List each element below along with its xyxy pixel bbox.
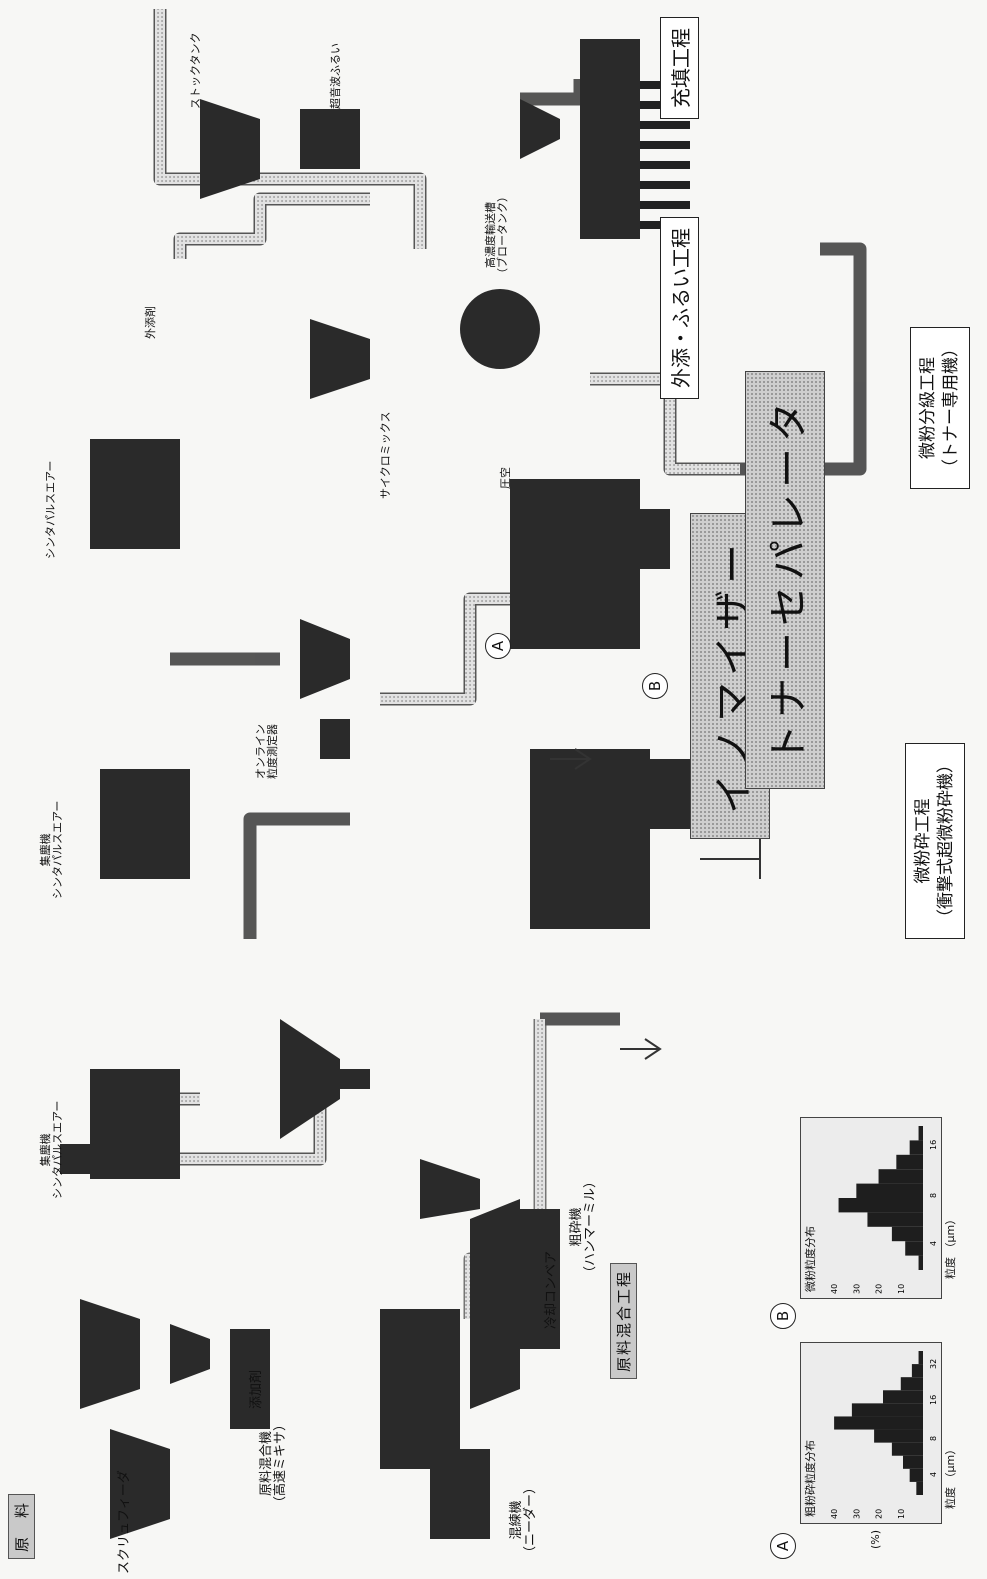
raw-mixing-label: 原料混合工程 <box>610 1263 637 1379</box>
graph-a-x-tick: 4 <box>929 1472 938 1477</box>
graph-b-x-tick: 16 <box>929 1140 938 1150</box>
external-additive-label: 外添剤 <box>145 306 157 339</box>
raw-material-label: 原 料 <box>8 1494 35 1559</box>
coarse-crusher-label: 粗砕機 （ハンマーミル） <box>570 1175 599 1279</box>
graph-b-x-tick: 4 <box>929 1241 938 1246</box>
dust-collector-1-label: 集塵機 シンタパルスエアー <box>40 1101 64 1199</box>
graph-a-y-tick: 30 <box>852 1509 861 1519</box>
filling-label: 充填工程 <box>660 17 699 119</box>
graph-a-y-tick: 40 <box>830 1509 839 1519</box>
graph-b-bar <box>867 1212 923 1226</box>
graph-a-marker: A <box>770 1533 796 1559</box>
graph-a-x-tick: 32 <box>929 1359 938 1369</box>
dust-collector-2-label: 集塵機 シンタパルスエアー <box>40 801 64 899</box>
graph-a-y-tick: 20 <box>875 1509 884 1519</box>
graph-a-bar <box>912 1364 923 1377</box>
graph-a-y-label: (%) <box>870 1530 882 1549</box>
graph-b-bar <box>856 1184 923 1198</box>
ultrasonic-sieve-label: 超音波ふるい <box>330 43 342 109</box>
cyclomix-label: サイクロミックス <box>380 412 392 499</box>
graph-b-bar <box>839 1198 923 1212</box>
graph-b-bars: 40 30 20 10 4 8 16 <box>801 1118 941 1298</box>
graph-a-bar <box>901 1377 923 1390</box>
graph-a-bar <box>852 1403 923 1416</box>
graph-b-bar <box>896 1155 923 1169</box>
graph-a-bar <box>874 1430 923 1443</box>
graph-a-x-label: 粒度 （μm） <box>945 1444 957 1509</box>
marker-b: B <box>642 673 668 699</box>
graph-b-x-tick: 8 <box>929 1193 938 1198</box>
graph-b-y-tick: 20 <box>875 1284 884 1294</box>
high-conc-conveyor-label: 高濃度輸送槽 （ブロータンク） <box>485 191 509 279</box>
graph-a-y-tick: 10 <box>897 1509 906 1519</box>
graph-b-bar <box>910 1140 923 1154</box>
raw-mixer-label: 原料混合機 （高速ミキサ） <box>260 1418 289 1509</box>
graph-a-x-tick: 8 <box>929 1436 938 1441</box>
toner-separator-banner: トナーセパレータ <box>745 371 825 789</box>
additive-label: 添加剤 <box>250 1370 264 1409</box>
graph-a-x-tick: 16 <box>929 1395 938 1405</box>
graph-a-bars: 40 30 20 10 4 8 16 32 <box>801 1343 941 1523</box>
graph-a-bar <box>892 1443 923 1456</box>
fine-classifying-label: 微粉分級工程 （トナー専用機） <box>910 327 970 489</box>
graph-a-bar <box>883 1390 923 1403</box>
graph-b-bar <box>879 1169 923 1183</box>
graph-a-bar <box>916 1482 923 1495</box>
fine-crushing-label: 微粉砕工程 （衝撃式超微粉砕機） <box>905 743 965 939</box>
graph-b-bar <box>919 1256 923 1270</box>
graph-b-bar <box>905 1241 923 1255</box>
stock-tank-label: ストックタンク <box>190 32 202 109</box>
online-particle-meter-label: オンライン 粒度測定器 <box>255 724 279 779</box>
dust-collector-3-label: シンタパルスエアー <box>45 461 57 559</box>
pressure-air-label: 圧空 <box>500 467 512 489</box>
marker-a: A <box>485 633 511 659</box>
graph-b-y-tick: 30 <box>852 1284 861 1294</box>
cooling-conveyor-label: 冷却コンベア <box>545 1251 559 1329</box>
graph-a-bar <box>910 1469 923 1482</box>
screw-feeder-label: スクリュフィーダ <box>118 1470 132 1574</box>
graph-a-bar <box>919 1351 923 1364</box>
graph-a-bar <box>903 1456 923 1469</box>
graph-b-marker: B <box>770 1303 796 1329</box>
graph-b-x-label: 粒度 （μm） <box>945 1214 957 1279</box>
graph-a-bar <box>834 1416 923 1429</box>
kneader-label: 混練機 （ニーダー） <box>510 1481 539 1559</box>
external-sieving-label: 外添・ふるい工程 <box>660 217 699 399</box>
graph-b-y-tick: 40 <box>830 1284 839 1294</box>
graph-b-y-tick: 10 <box>897 1284 906 1294</box>
graph-b-bar <box>892 1227 923 1241</box>
graph-b-bar <box>919 1126 923 1140</box>
